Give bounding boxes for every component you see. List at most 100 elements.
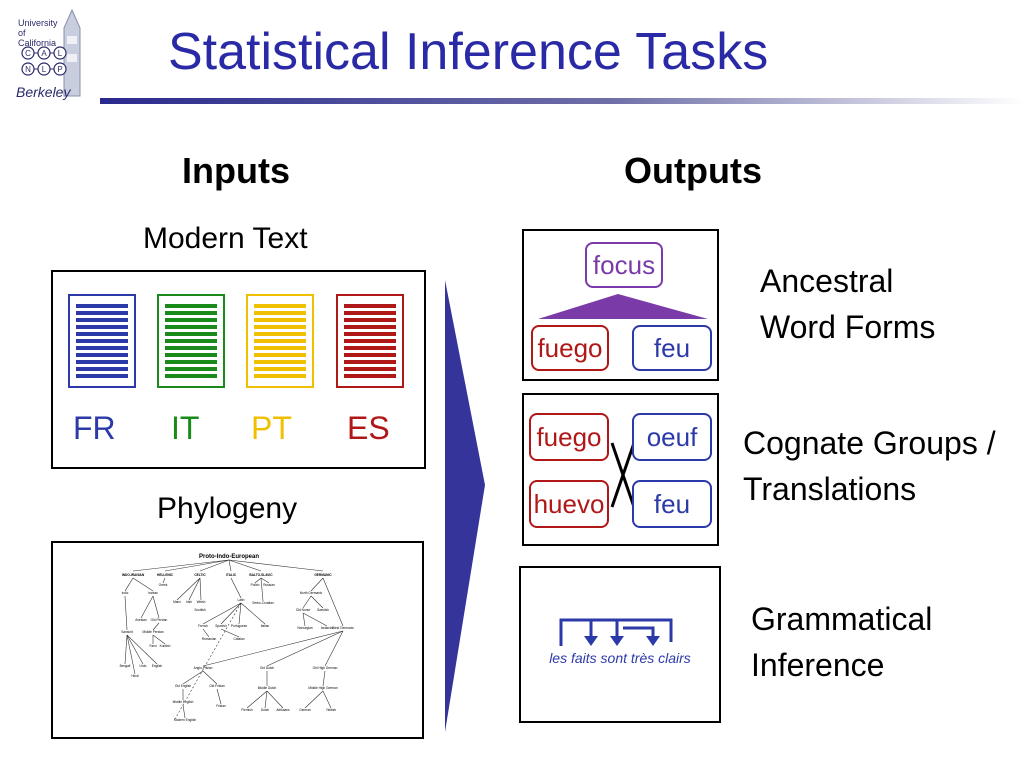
tree-node-label: Afrikaans (276, 708, 290, 712)
tree-node-label: Flemish (241, 708, 252, 712)
tree-edge (302, 612, 328, 627)
cognates-box: fuego huevo oeuf feu (522, 393, 719, 546)
document-icon-es (336, 294, 404, 388)
tree-node-label: Yiddish (326, 708, 337, 712)
inputs-heading: Inputs (182, 150, 290, 191)
tree-edge (310, 577, 324, 592)
text-line (76, 346, 128, 350)
text-line (254, 325, 306, 329)
tree-node-label: Latin (238, 598, 245, 602)
cognate-word-fr-1: oeuf (632, 413, 712, 461)
svg-text:P: P (57, 65, 62, 74)
tree-edge (302, 595, 312, 609)
text-line (344, 304, 396, 308)
tree-node-label: Manx (173, 600, 181, 604)
text-line (254, 353, 306, 357)
text-line (76, 374, 128, 378)
tree-edge (199, 559, 230, 572)
text-line (76, 311, 128, 315)
tree-edge (266, 690, 284, 709)
tree-node-label: Spanish (215, 624, 227, 628)
tree-edge (202, 602, 242, 625)
chevron-right-icon (445, 280, 485, 732)
text-line (165, 353, 217, 357)
document-icon-pt (246, 294, 314, 388)
svg-text:N: N (25, 65, 31, 74)
text-line (254, 318, 306, 322)
tree-node-label: Indic (122, 591, 129, 595)
cross-link (610, 442, 636, 508)
lang-label-it: IT (171, 410, 200, 446)
page-title: Statistical Inference Tasks (168, 23, 769, 81)
ancestry-triangle (538, 294, 708, 319)
tree-node-label: Avestan (135, 618, 147, 622)
tree-node-label: Modern English (174, 718, 196, 722)
tree-node-label: French (198, 624, 208, 628)
tree-node-label: Anglo-Frisian (194, 666, 213, 670)
tree-node-label: Old English (175, 684, 192, 688)
outputs-heading: Outputs (624, 150, 762, 191)
svg-text:A: A (41, 49, 47, 58)
text-line (254, 332, 306, 336)
text-line (344, 360, 396, 364)
text-line (165, 374, 217, 378)
tree-edge (324, 630, 344, 667)
ancestral-label-line1: Ancestral (760, 263, 894, 299)
tree-node-label: Norwegian (297, 626, 312, 630)
tree-edge (199, 577, 202, 601)
tree-node-label: Old Norse (296, 608, 311, 612)
svg-text:C: C (25, 49, 31, 58)
ancestral-label: Ancestral Word Forms (760, 258, 935, 350)
tree-node-label: Swedish (317, 608, 329, 612)
modern-text-label: Modern Text (143, 222, 308, 255)
tree-node-label: Portuguese (231, 624, 248, 628)
phylogeny-label: Phylogeny (157, 492, 298, 525)
lang-label-es: ES (347, 410, 390, 446)
text-line (165, 339, 217, 343)
tree-edge (202, 670, 218, 685)
text-line (76, 353, 128, 357)
tree-node-label: Proto-Indo-European (199, 554, 259, 560)
text-line (254, 367, 306, 371)
grammar-box: les faits sont très clairs (519, 566, 721, 723)
tree-node-label: BALTO-SLAVIC (249, 573, 273, 577)
tree-edge (202, 630, 344, 667)
tree-node-label: Russian (263, 583, 275, 587)
tree-node-label: Romanian (202, 637, 217, 641)
text-line (254, 311, 306, 315)
tree-edge (322, 670, 326, 687)
text-line (165, 325, 217, 329)
tree-edge (162, 577, 166, 584)
spanish-word: fuego (531, 325, 609, 371)
text-line (344, 318, 396, 322)
tree-edge (152, 634, 166, 645)
text-line (344, 346, 396, 350)
tree-edge (132, 577, 154, 592)
tree-edge (264, 690, 268, 709)
tree-node-label: Bengali (120, 664, 131, 668)
tree-node-label: Welsh (197, 600, 206, 604)
tree-node-label: Middle Persian (142, 630, 163, 634)
tree-node-label: Sanskrit (121, 630, 133, 634)
text-line (344, 339, 396, 343)
tree-edge (302, 612, 306, 627)
svg-text:L: L (58, 49, 63, 58)
tree-edge (188, 577, 201, 601)
tree-node-label: Middle High German (308, 686, 337, 690)
cognates-label-line2: Translations (743, 471, 917, 507)
cognate-word-fr-2: feu (632, 480, 712, 528)
tree-node-label: Scottish (194, 608, 206, 612)
text-line (344, 325, 396, 329)
document-icon-fr (68, 294, 136, 388)
tree-edge (126, 634, 158, 665)
tree-edge (228, 559, 324, 572)
tree-edge (220, 602, 242, 625)
text-line (76, 339, 128, 343)
logo-campus: Berkeley (16, 84, 71, 100)
tree-node-label: HELLENIC (157, 573, 174, 577)
text-line (165, 360, 217, 364)
tree-edge (126, 634, 136, 675)
tree-edge (266, 630, 344, 667)
french-word: feu (632, 325, 712, 371)
